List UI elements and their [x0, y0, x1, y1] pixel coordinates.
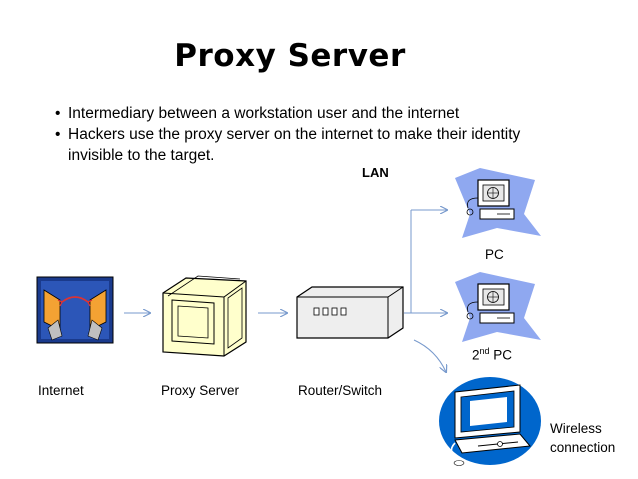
proxy-server-label: Proxy Server — [161, 383, 240, 398]
internet-globe-icon — [36, 276, 114, 344]
bullet-list: Intermediary between a workstation user … — [55, 103, 575, 166]
page-title: Proxy Server — [174, 38, 406, 74]
bullet-item: Intermediary between a workstation user … — [55, 103, 575, 124]
pc2-label: 2nd PC — [472, 346, 513, 363]
pc-icon — [455, 272, 541, 342]
router-switch-label: Router/Switch — [298, 383, 383, 398]
wireless-computer-icon — [439, 377, 541, 466]
pc1-label: PC — [485, 247, 504, 262]
proxy-server-icon — [162, 275, 247, 357]
internet-label: Internet — [38, 383, 84, 398]
lan-label: LAN — [362, 165, 389, 180]
wireless-label: Wireless connection — [550, 421, 616, 455]
bullet-item: Hackers use the proxy server on the inte… — [55, 124, 568, 166]
pc-icon — [455, 168, 541, 238]
lan-branch-arrows — [404, 210, 447, 372]
router-switch-icon — [296, 286, 404, 339]
